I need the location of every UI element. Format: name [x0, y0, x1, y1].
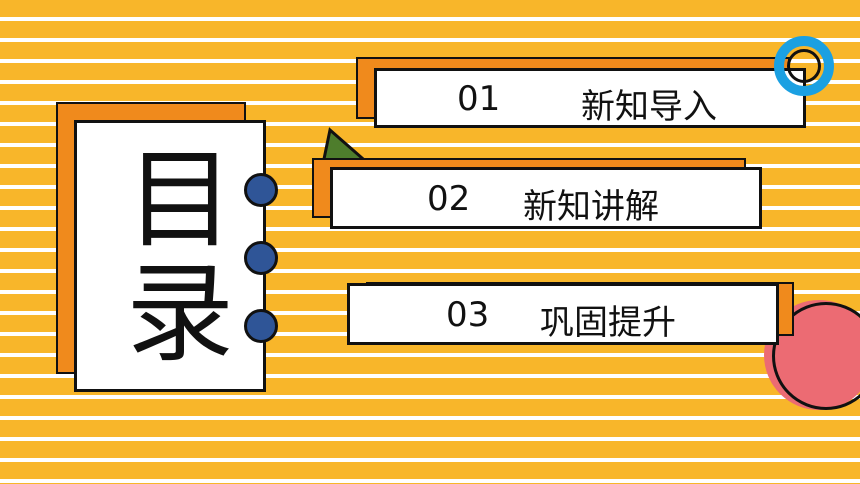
item-1-number: 01: [457, 79, 501, 119]
binder-ring-1: [244, 173, 278, 207]
item-3-number: 03: [446, 295, 490, 335]
binder-ring-2: [244, 241, 278, 275]
item-2-number: 02: [427, 179, 471, 219]
menu-item-3[interactable]: 03 巩固提升: [347, 283, 779, 345]
menu-item-2[interactable]: 02 新知讲解: [330, 167, 762, 229]
item-1-label: 新知导入: [581, 87, 717, 127]
item-2-label: 新知讲解: [523, 187, 659, 227]
blue-ring-decoration: [774, 36, 834, 96]
menu-item-1[interactable]: 01 新知导入: [374, 68, 806, 128]
circle-outline-decoration: [772, 302, 860, 410]
menu-title: 目录: [108, 142, 233, 370]
item-3-label: 巩固提升: [540, 303, 676, 343]
binder-ring-3: [244, 309, 278, 343]
menu-card: 目录: [74, 120, 266, 392]
ring-outline-decoration: [787, 49, 821, 83]
